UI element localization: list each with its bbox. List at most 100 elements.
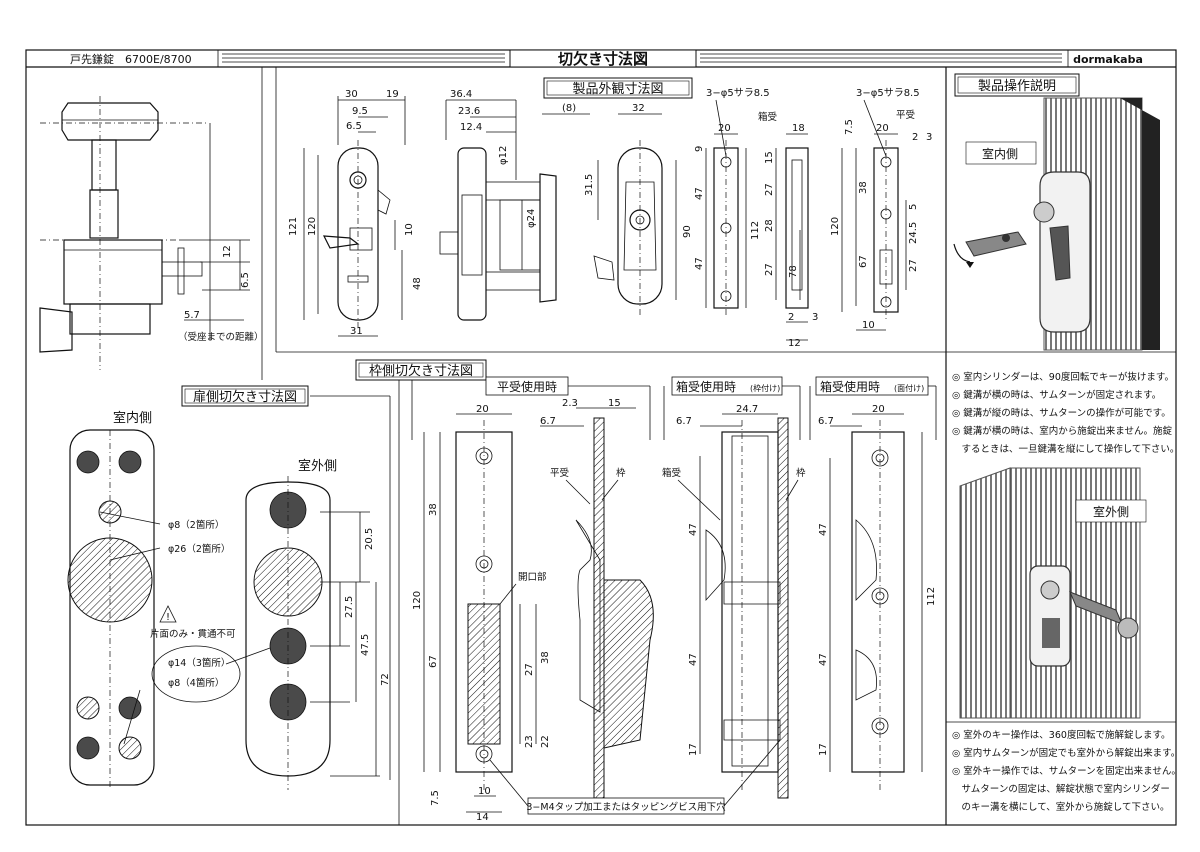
svg-text:枠: 枠 — [616, 467, 626, 479]
svg-text:12: 12 — [788, 338, 801, 349]
svg-text:120: 120 — [412, 591, 423, 610]
svg-text:3: 3 — [926, 132, 932, 143]
svg-text:6.5: 6.5 — [240, 272, 251, 288]
svg-text:箱受: 箱受 — [758, 111, 777, 123]
svg-text:◎ 室内サムターンが固定でも室外から解錠出来ます。: ◎ 室内サムターンが固定でも室外から解錠出来ます。 — [952, 747, 1180, 759]
svg-text:28: 28 — [764, 219, 775, 232]
svg-text:箱受使用時: 箱受使用時 — [820, 379, 880, 394]
svg-text:24.5: 24.5 — [908, 222, 919, 244]
svg-text:3: 3 — [812, 312, 818, 323]
svg-text:9.5: 9.5 — [352, 106, 368, 117]
svg-text:47: 47 — [688, 653, 699, 666]
svg-text:27.5: 27.5 — [344, 596, 355, 618]
operation-notes-outdoor: ◎ 室外のキー操作は、360度回転で施解錠します。 ◎ 室内サムターンが固定でも… — [952, 729, 1181, 813]
svg-text:27: 27 — [908, 259, 919, 272]
operation-indoor-illustration: 室内側 — [953, 97, 1160, 351]
svg-text:10: 10 — [404, 223, 415, 236]
svg-text:38: 38 — [540, 651, 551, 664]
svg-text:(8): (8) — [562, 103, 576, 114]
svg-text:6.5: 6.5 — [346, 121, 362, 132]
svg-text:7.5: 7.5 — [430, 790, 441, 806]
svg-text:47.5: 47.5 — [360, 634, 371, 656]
svg-text:◎ 室内シリンダーは、90度回転でキーが抜けます。: ◎ 室内シリンダーは、90度回転でキーが抜けます。 — [952, 371, 1174, 383]
svg-text:47: 47 — [688, 523, 699, 536]
svg-text:!: ! — [166, 612, 170, 623]
svg-text:3−φ5サラ8.5: 3−φ5サラ8.5 — [706, 87, 770, 99]
svg-text:78: 78 — [788, 265, 799, 278]
svg-text:◎ 室外キー操作では、サムターンを固定出来ません。: ◎ 室外キー操作では、サムターンを固定出来ません。 — [952, 765, 1181, 777]
svg-text:5.7: 5.7 — [184, 310, 200, 321]
svg-text:31.5: 31.5 — [584, 174, 595, 196]
svg-text:2: 2 — [912, 132, 918, 143]
operation-outdoor-label: 室外側 — [1093, 504, 1129, 519]
svg-text:するときは、一旦鍵溝を縦にして操作して下さい。: するときは、一旦鍵溝を縦にして操作して下さい。 — [952, 443, 1179, 455]
svg-text:15: 15 — [608, 398, 621, 409]
svg-text:20: 20 — [718, 123, 731, 134]
svg-text:φ14（3箇所）: φ14（3箇所） — [168, 657, 230, 669]
svg-text:9: 9 — [694, 146, 705, 152]
svg-text:◎ 鍵溝が横の時は、室内から施錠出来ません。施錠: ◎ 鍵溝が横の時は、室内から施錠出来ません。施錠 — [952, 425, 1173, 437]
svg-text:112: 112 — [926, 587, 937, 606]
operation-outdoor-illustration: 室外側 — [959, 467, 1147, 719]
lock-side-view: 12 6.5 5.7 （受座までの距離） — [39, 96, 264, 370]
section-frame-cutout: 枠側切欠き寸法図 — [369, 363, 473, 379]
svg-text:6.7: 6.7 — [676, 416, 692, 427]
svg-text:17: 17 — [818, 743, 829, 756]
svg-text:10: 10 — [862, 320, 875, 331]
svg-text:箱受使用時: 箱受使用時 — [676, 379, 736, 394]
svg-text:18: 18 — [792, 123, 805, 134]
title-bar-lines — [222, 53, 1062, 63]
svg-text:27: 27 — [764, 183, 775, 196]
section-operation: 製品操作説明 — [978, 78, 1056, 94]
operation-indoor-label: 室内側 — [982, 146, 1018, 161]
svg-text:5: 5 — [908, 204, 919, 210]
svg-text:20.5: 20.5 — [364, 528, 375, 550]
svg-text:（受座までの距離）: （受座までの距離） — [178, 331, 264, 343]
svg-text:平受: 平受 — [896, 109, 915, 121]
svg-text:枠: 枠 — [796, 467, 806, 479]
product-lever-view: 32 31.5 90 — [584, 103, 693, 318]
svg-text:112: 112 — [750, 221, 761, 240]
svg-text:47: 47 — [818, 653, 829, 666]
outdoor-label: 室外側 — [298, 458, 337, 474]
svg-text:2.3: 2.3 — [562, 398, 578, 409]
svg-text:47: 47 — [694, 187, 705, 200]
flat-use-label: 平受使用時 — [497, 379, 557, 394]
svg-text:47: 47 — [694, 257, 705, 270]
svg-text:27: 27 — [524, 663, 535, 676]
svg-text:30: 30 — [345, 89, 358, 100]
tap-note: 3−M4タップ加工またはタッピングビス用下穴 — [526, 801, 726, 813]
svg-text:121: 121 — [288, 217, 299, 236]
section-product-dims: 製品外観寸法図 — [572, 82, 663, 97]
svg-text:47: 47 — [818, 523, 829, 536]
svg-text:2: 2 — [788, 312, 794, 323]
svg-text:23.6: 23.6 — [458, 106, 480, 117]
svg-text:90: 90 — [682, 225, 693, 238]
svg-text:20: 20 — [876, 123, 889, 134]
product-box-strike-view: 3−φ5サラ8.5 20 9 47 47 112 箱受 — [694, 87, 777, 318]
svg-text:φ8（4箇所）: φ8（4箇所） — [168, 677, 224, 689]
svg-text:6.7: 6.7 — [540, 416, 556, 427]
svg-text:38: 38 — [858, 181, 869, 194]
svg-text:15: 15 — [764, 151, 775, 164]
brand-logo: dormakaba — [1073, 53, 1143, 66]
svg-text:10: 10 — [478, 786, 491, 797]
svg-text:片面のみ・貫通不可: 片面のみ・貫通不可 — [150, 628, 236, 640]
product-box-section-view: 18 15 27 28 27 78 2 3 12 — [764, 123, 818, 349]
svg-text:12: 12 — [222, 245, 233, 258]
frame-cutout-drawing: 平受使用時 箱受使用時 (枠付け) 箱受使用時 (面付け) 開口部 平受 枠 2… — [411, 376, 937, 823]
indoor-label: 室内側 — [113, 410, 152, 426]
svg-text:12.4: 12.4 — [460, 122, 482, 133]
svg-text:120: 120 — [307, 217, 318, 236]
svg-text:23: 23 — [524, 735, 535, 748]
svg-text:20: 20 — [476, 404, 489, 415]
svg-text:31: 31 — [350, 326, 363, 337]
door-cutout-drawing: 室内側 室外側 φ8（2箇所） φ26（2箇所） ! 片面のみ・貫通不可 φ14… — [67, 395, 391, 790]
product-front-view: 30 19 9.5 6.5 121 120 10 48 31 — [288, 89, 423, 337]
svg-text:◎ 室外のキー操作は、360度回転で施解錠します。: ◎ 室外のキー操作は、360度回転で施解錠します。 — [952, 729, 1171, 741]
section-door-cutout: 扉側切欠き寸法図 — [193, 389, 297, 405]
svg-text:24.7: 24.7 — [736, 404, 758, 415]
svg-text:20: 20 — [872, 404, 885, 415]
svg-text:120: 120 — [830, 217, 841, 236]
